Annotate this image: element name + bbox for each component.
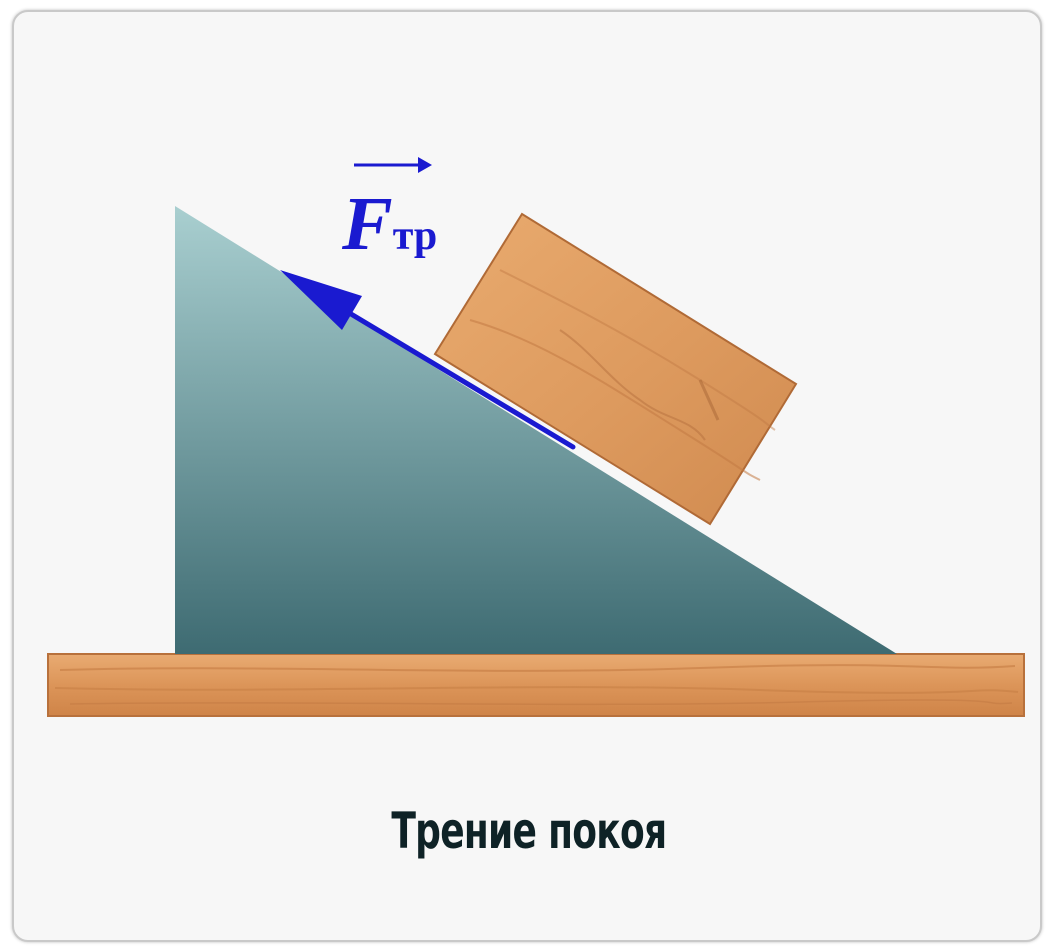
wooden-block bbox=[433, 212, 798, 526]
friction-force-arrow bbox=[280, 270, 576, 450]
force-subscript: тр bbox=[392, 213, 438, 259]
diagram-caption: Трение покоя bbox=[391, 802, 667, 860]
ground-plank bbox=[47, 653, 1025, 717]
friction-force-label: Fтр bbox=[342, 186, 437, 262]
vector-arrow-icon bbox=[354, 157, 432, 173]
force-symbol: F bbox=[342, 182, 393, 266]
